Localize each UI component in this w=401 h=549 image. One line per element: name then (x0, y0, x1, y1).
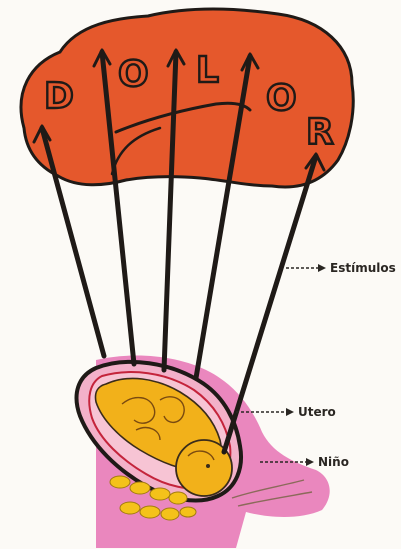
brain-letter-d: D (44, 76, 74, 117)
label-uterus: Utero (298, 405, 336, 419)
label-stimuli: Estímulos (330, 261, 396, 275)
fetus-head-dot (206, 464, 210, 468)
brain-letter-o2: O (266, 78, 297, 119)
brain-letter-o1: O (118, 54, 149, 95)
label-child: Niño (318, 455, 349, 469)
brain-letter-r: R (306, 112, 334, 153)
brain-letter-l: L (196, 50, 219, 91)
